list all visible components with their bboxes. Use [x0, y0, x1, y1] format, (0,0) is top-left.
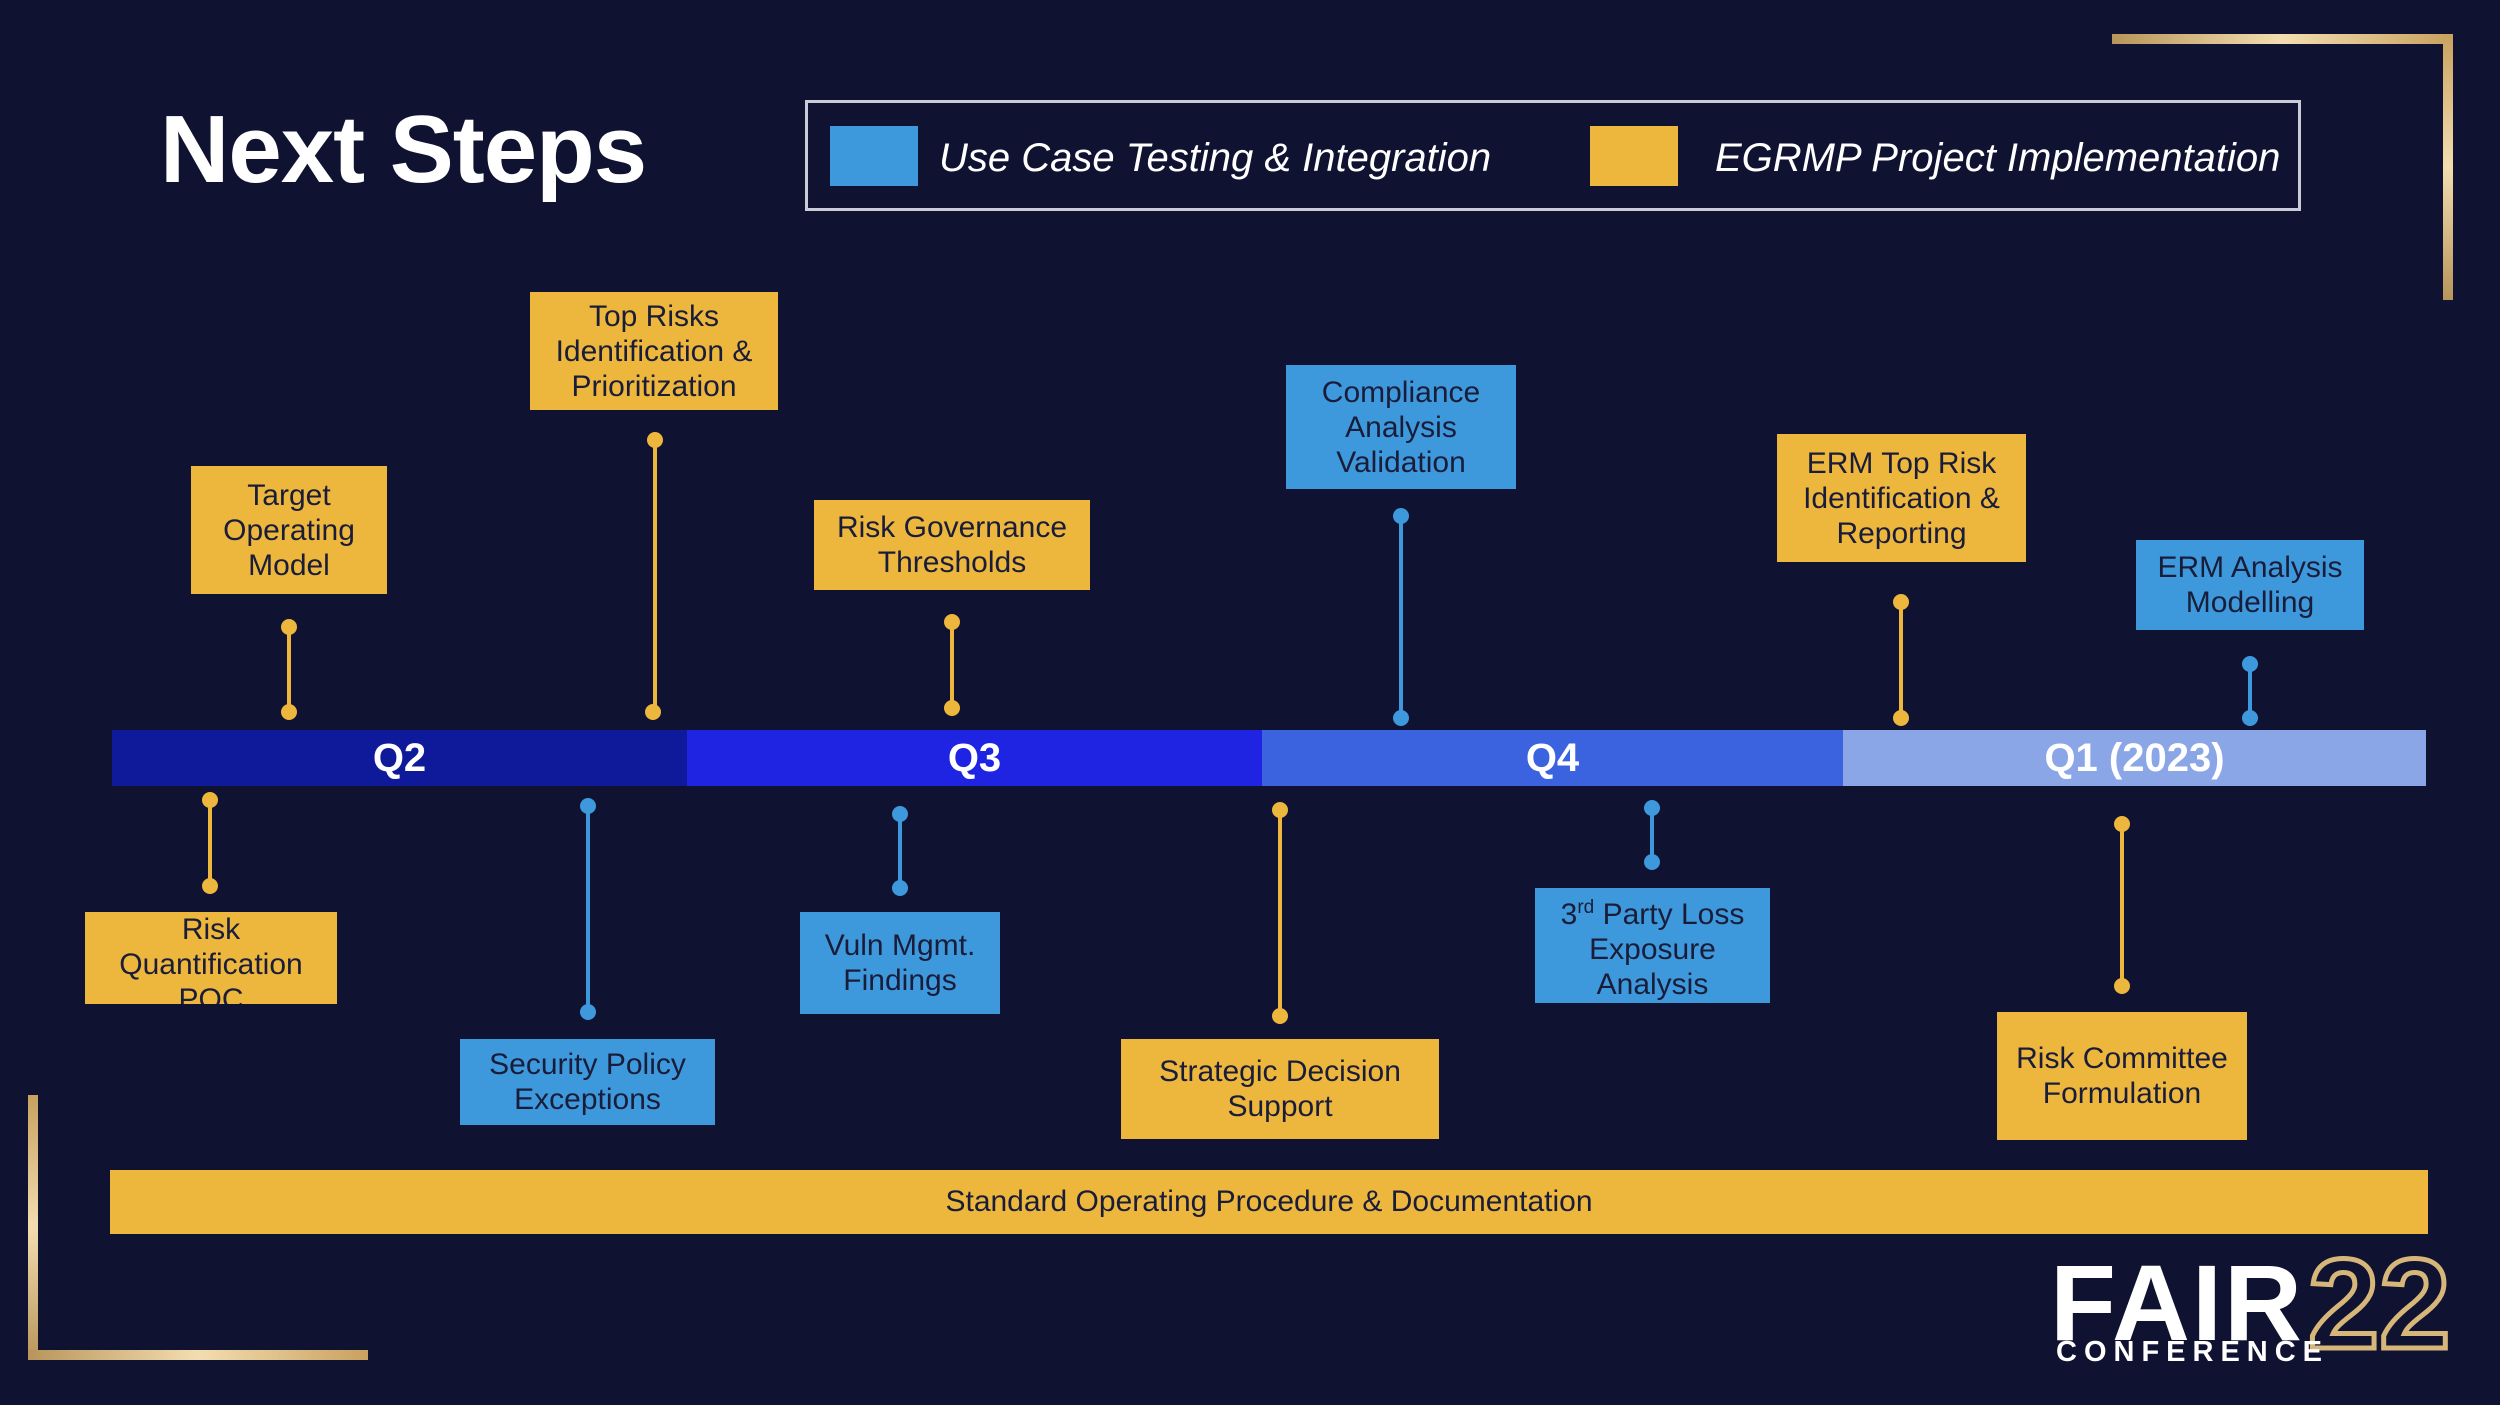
- corner-accent-top-right-vertical: [2443, 34, 2453, 300]
- connector-line: [586, 806, 590, 1010]
- logo-conference-text: CONFERENCE: [2056, 1336, 2330, 1368]
- connector-line: [287, 627, 291, 712]
- quarter-q2: Q2: [112, 730, 687, 786]
- connector-dot: [580, 1004, 596, 1020]
- quarter-q3: Q3: [687, 730, 1262, 786]
- logo-fair-text: FAIR: [2050, 1242, 2305, 1363]
- connector-dot: [892, 880, 908, 896]
- milestone-risk-committee: Risk Committee Formulation: [1997, 1012, 2247, 1140]
- connector-line: [898, 814, 902, 886]
- timeline-bar: Q2 Q3 Q4 Q1 (2023): [112, 730, 2426, 786]
- milestone-third-party-loss: 3rd Party Loss Exposure Analysis: [1535, 888, 1770, 1003]
- sop-bar: Standard Operating Procedure & Documenta…: [110, 1170, 2428, 1234]
- connector-line: [1399, 516, 1403, 716]
- connector-line: [1650, 808, 1654, 860]
- legend-swatch-gold: [1590, 126, 1678, 186]
- milestone-erm-analysis: ERM Analysis Modelling: [2136, 540, 2364, 630]
- milestone-vuln-mgmt: Vuln Mgmt. Findings: [800, 912, 1000, 1014]
- milestone-risk-governance: Risk Governance Thresholds: [814, 500, 1090, 590]
- corner-accent-top-right: [2112, 34, 2452, 44]
- connector-dot: [202, 878, 218, 894]
- legend: Use Case Testing & Integration EGRMP Pro…: [805, 100, 2301, 211]
- connector-line: [1899, 602, 1903, 716]
- connector-line: [1278, 810, 1282, 1014]
- connector-dot: [2114, 978, 2130, 994]
- milestone-erm-top-risk: ERM Top Risk Identification & Reporting: [1777, 434, 2026, 562]
- milestone-risk-quantification: Risk Quantification POC: [85, 912, 337, 1004]
- connector-line: [208, 800, 212, 886]
- milestone-compliance-analysis: Compliance Analysis Validation: [1286, 365, 1516, 489]
- connector-dot: [1644, 854, 1660, 870]
- connector-line: [653, 440, 657, 712]
- connector-dot: [645, 704, 661, 720]
- corner-accent-bottom-left-vertical: [28, 1095, 38, 1360]
- connector-dot: [1893, 710, 1909, 726]
- connector-dot: [944, 700, 960, 716]
- connector-line: [2120, 824, 2124, 986]
- connector-dot: [281, 704, 297, 720]
- corner-accent-bottom-left: [28, 1350, 368, 1360]
- connector-dot: [1272, 1008, 1288, 1024]
- legend-label-use-case: Use Case Testing & Integration: [939, 136, 1492, 180]
- milestone-third-party-loss-text: 3rd Party Loss Exposure Analysis: [1560, 896, 1745, 1001]
- legend-swatch-blue: [830, 126, 918, 186]
- connector-line: [2248, 664, 2252, 716]
- legend-label-egrmp: EGRMP Project Implementation: [1715, 136, 2281, 180]
- logo-year: 22: [2305, 1233, 2452, 1376]
- quarter-q1-2023: Q1 (2023): [1843, 730, 2426, 786]
- milestone-security-policy: Security Policy Exceptions: [460, 1039, 715, 1125]
- milestone-strategic-decision: Strategic Decision Support: [1121, 1039, 1439, 1139]
- page-title: Next Steps: [160, 96, 647, 203]
- quarter-q4: Q4: [1262, 730, 1843, 786]
- connector-dot: [2242, 710, 2258, 726]
- milestone-target-operating-model: Target Operating Model: [191, 466, 387, 594]
- connector-line: [950, 622, 954, 708]
- connector-dot: [1393, 710, 1409, 726]
- milestone-top-risks: Top Risks Identification & Prioritizatio…: [530, 292, 778, 410]
